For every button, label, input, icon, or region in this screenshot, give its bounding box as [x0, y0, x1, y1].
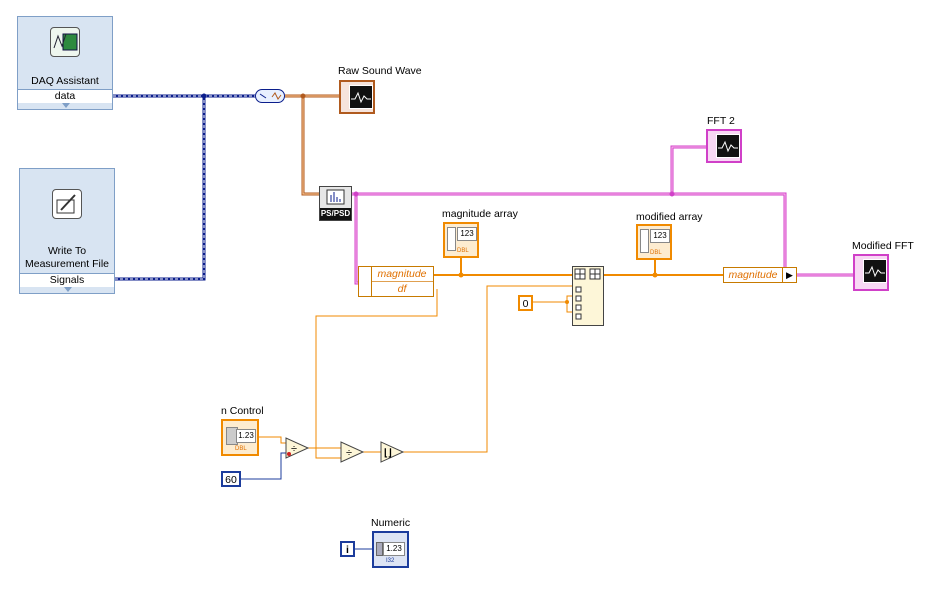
daq-assistant-label: DAQ Assistant — [31, 75, 99, 87]
bundle-output-icon: ▶ — [782, 268, 796, 282]
magnitude-array-label: magnitude array — [442, 208, 518, 220]
dbl-type-glyph: DBL — [235, 446, 247, 452]
write-signals-terminal[interactable]: Signals — [20, 273, 114, 287]
unbundle-df-item[interactable]: df — [397, 283, 407, 295]
waveform-graph-icon — [718, 140, 738, 153]
n-control[interactable]: 1.23 DBL — [221, 419, 259, 456]
numeric-indicator[interactable]: 1.23 I32 — [372, 531, 409, 568]
array-grid-icon — [574, 268, 601, 320]
i32-type-glyph: I32 — [386, 558, 395, 564]
spectrum-icon — [326, 189, 345, 205]
dbl-type-glyph: DBL — [457, 248, 469, 254]
dbl-type-glyph: DBL — [650, 250, 662, 256]
i32-wire[interactable] — [241, 452, 288, 480]
zero-constant[interactable]: 0 — [518, 295, 533, 311]
unbundle-by-name-node[interactable]: magnitude df — [358, 266, 434, 297]
numeric-value-glyph: 1.23 — [383, 542, 405, 556]
waveform-graph-icon — [865, 265, 885, 278]
iteration-terminal[interactable]: i — [340, 541, 355, 557]
fft2-label: FFT 2 — [707, 115, 735, 127]
modified-fft-label: Modified FFT — [852, 240, 914, 252]
write-file-icon — [52, 189, 82, 219]
array-function-node[interactable] — [572, 266, 604, 326]
fft2-graph[interactable] — [706, 129, 742, 163]
daq-data-terminal[interactable]: data — [18, 89, 112, 103]
dbl-array-wires[interactable] — [434, 258, 725, 276]
dbl-scalar-wires[interactable] — [258, 285, 575, 459]
bundle-magnitude-item[interactable]: magnitude — [728, 269, 778, 281]
array-value-glyph: 123 — [457, 227, 477, 241]
ps-psd-node[interactable]: PS/PSD — [319, 186, 352, 221]
expand-arrow-icon[interactable] — [62, 103, 70, 108]
n-control-label: n Control — [221, 405, 264, 417]
array-value-glyph: 123 — [650, 229, 670, 243]
magnitude-array-indicator[interactable]: 123 DBL — [443, 222, 479, 258]
modified-fft-graph[interactable] — [853, 254, 889, 291]
unbundle-magnitude-item[interactable]: magnitude — [371, 267, 433, 282]
convert-dynamic-data-node[interactable] — [255, 89, 285, 103]
daq-assistant-node[interactable]: DAQ Assistant data — [17, 16, 113, 110]
raw-sound-wave-graph[interactable] — [339, 80, 375, 114]
dynamic-data-wires[interactable] — [113, 93, 255, 281]
sixty-constant[interactable]: 60 — [221, 471, 241, 487]
raw-sound-wave-label: Raw Sound Wave — [338, 65, 422, 77]
daq-icon — [50, 27, 80, 57]
write-label-1: Write To — [47, 245, 87, 257]
waveform-wires[interactable] — [285, 94, 340, 196]
bundle-by-name-node[interactable]: magnitude ▶ — [723, 267, 797, 283]
waveform-graph-icon — [351, 91, 371, 104]
n-control-value-glyph: 1.23 — [236, 429, 256, 443]
write-measurement-file-node[interactable]: Write To Measurement File Signals — [19, 168, 115, 294]
modified-array-indicator[interactable]: 123 DBL — [636, 224, 672, 260]
write-label-2: Measurement File — [24, 258, 110, 270]
modified-array-label: modified array — [636, 211, 703, 223]
ps-psd-label: PS/PSD — [320, 208, 351, 220]
expand-arrow-icon[interactable] — [64, 287, 72, 292]
numeric-label: Numeric — [371, 517, 411, 529]
cluster-wires[interactable] — [352, 145, 856, 285]
